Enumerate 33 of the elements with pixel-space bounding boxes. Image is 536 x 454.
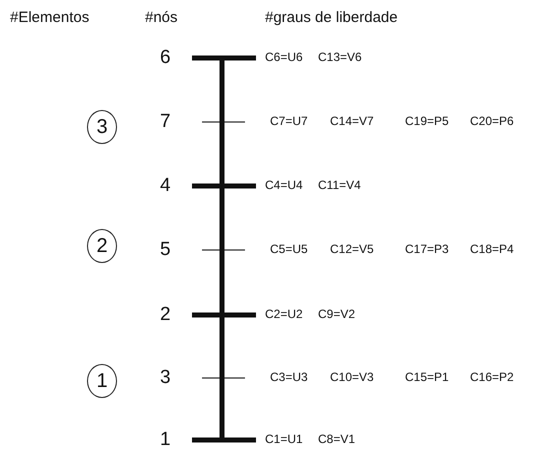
element-circle: 3: [87, 110, 117, 144]
dof-label: C3=U3: [270, 371, 308, 383]
node-number: 6: [160, 48, 171, 67]
dof-label: C1=U1: [265, 433, 303, 445]
element-circle: 1: [87, 364, 117, 398]
dof-label: C14=V7: [330, 115, 374, 127]
node-number: 3: [160, 368, 171, 387]
dof-label: C15=P1: [405, 371, 449, 383]
dof-label: C16=P2: [470, 371, 514, 383]
dof-label: C6=U6: [265, 51, 303, 63]
dof-label: C11=V4: [318, 179, 361, 191]
node-number: 1: [160, 430, 171, 449]
dof-label: C17=P3: [405, 243, 449, 255]
node-number: 4: [160, 176, 171, 195]
column-header: #graus de liberdade: [265, 10, 398, 25]
dof-label: C5=U5: [270, 243, 308, 255]
dof-label: C9=V2: [318, 308, 356, 320]
dof-label: C10=V3: [330, 371, 374, 383]
dof-label: C7=U7: [270, 115, 308, 127]
dof-label: C12=V5: [330, 243, 374, 255]
dof-label: C4=U4: [265, 179, 303, 191]
dof-label: C13=V6: [318, 51, 362, 63]
dof-label: C19=P5: [405, 115, 449, 127]
column-header: #nós: [145, 10, 178, 25]
node-number: 5: [160, 240, 171, 259]
dof-label: C2=U2: [265, 308, 303, 320]
node-number: 7: [160, 112, 171, 131]
element-circle: 2: [87, 229, 117, 263]
dof-label: C18=P4: [470, 243, 514, 255]
dof-label: C8=V1: [318, 433, 356, 445]
column-header: #Elementos: [10, 10, 90, 25]
dof-label: C20=P6: [470, 115, 514, 127]
node-number: 2: [160, 305, 171, 324]
